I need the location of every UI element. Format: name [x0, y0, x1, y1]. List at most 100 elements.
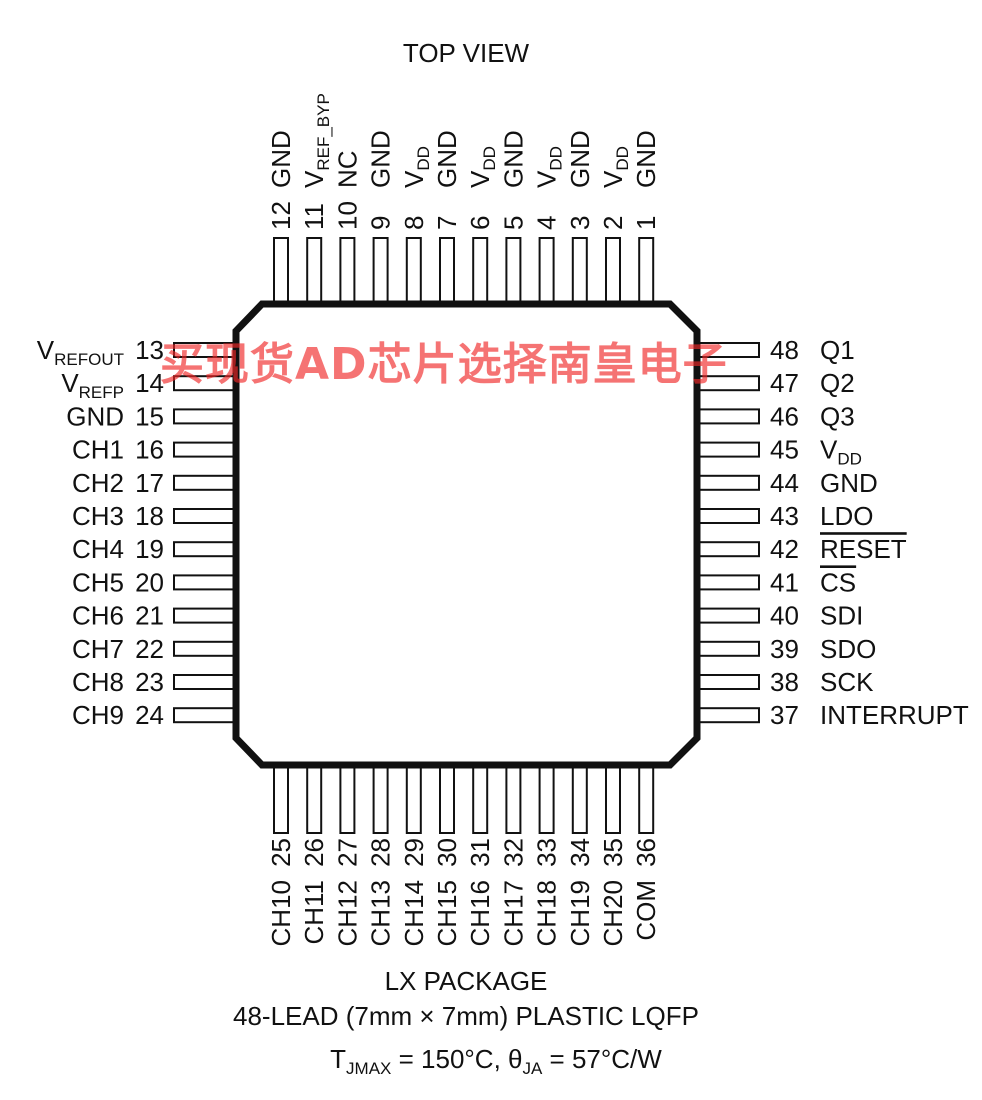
pin-lead-24 [173, 707, 237, 724]
pin-name-11: VREF_BYP [299, 93, 333, 188]
pin-name-7: GND [432, 130, 462, 188]
pin-number-19: 19 [135, 534, 164, 564]
pin-lead-21 [173, 607, 237, 624]
pin-number-3: 3 [565, 216, 595, 230]
thermal-t: T [330, 1044, 347, 1074]
pin-lead-20 [173, 574, 237, 591]
pin-name-23: CH8 [72, 667, 124, 697]
thermal-end: = 57°C/W [542, 1044, 662, 1074]
pin-name-9: GND [366, 130, 396, 188]
pin-name-46: Q3 [820, 401, 855, 431]
pin-number-27: 27 [332, 838, 362, 867]
pin-name-2: VDD [598, 146, 632, 188]
pin-lead-42 [696, 541, 760, 558]
pin-name-38: SCK [820, 667, 874, 697]
package-description: 48-LEAD (7mm × 7mm) PLASTIC LQFP [233, 1001, 699, 1031]
pin-number-41: 41 [770, 567, 799, 597]
pin-number-26: 26 [299, 838, 329, 867]
pin-lead-16 [173, 441, 237, 458]
pin-name-14: VREFP [61, 368, 124, 402]
pin-number-18: 18 [135, 501, 164, 531]
pin-number-15: 15 [135, 401, 164, 431]
pin-lead-12 [273, 237, 289, 305]
thermal-spec: TJMAX = 150°C, θJA = 57°C/W [276, 1044, 716, 1079]
pin-labels: 12GND11VREF_BYP10NC9GND8VDD7GND6VDD5GND4… [37, 93, 969, 946]
pin-lead-46 [696, 408, 760, 425]
pin-number-17: 17 [135, 468, 164, 498]
pin-number-24: 24 [135, 700, 164, 730]
pin-lead-26 [306, 764, 323, 834]
pin-name-34: CH19 [565, 880, 595, 946]
pin-name-44: GND [820, 468, 878, 498]
pin-number-28: 28 [366, 838, 396, 867]
pin-lead-43 [696, 508, 760, 524]
pin-lead-44 [696, 474, 760, 491]
pin-number-21: 21 [135, 601, 164, 631]
pin-number-48: 48 [770, 335, 799, 365]
watermark-text: 买现货AD芯片选择南皇电子 [160, 339, 728, 390]
pin-name-43: LDO [820, 501, 873, 531]
pin-number-36: 36 [631, 838, 661, 867]
pin-number-13: 13 [135, 335, 164, 365]
pin-name-8: VDD [399, 146, 433, 188]
pin-number-38: 38 [770, 667, 799, 697]
pin-name-12: GND [266, 130, 296, 188]
thermal-mid: = 150°C, θ [391, 1044, 523, 1074]
pin-name-19: CH4 [72, 534, 124, 564]
pin-number-35: 35 [598, 838, 628, 867]
package-name: LX PACKAGE [384, 966, 548, 996]
pin-number-7: 7 [432, 216, 462, 230]
pin-lead-39 [696, 640, 760, 657]
pin-lead-34 [571, 764, 588, 834]
pin-lead-28 [372, 764, 389, 834]
pin-lead-45 [696, 441, 760, 458]
pin-number-47: 47 [770, 368, 799, 398]
pin-name-33: CH18 [532, 880, 562, 946]
pin-name-30: CH15 [432, 880, 462, 946]
pin-leads [173, 237, 760, 834]
pin-name-5: GND [498, 130, 528, 188]
pin-lead-30 [439, 764, 455, 834]
pin-name-29: CH14 [399, 880, 429, 946]
pin-number-14: 14 [135, 368, 164, 398]
pin-number-10: 10 [332, 201, 362, 230]
pin-name-39: SDO [820, 634, 876, 664]
chip-body [232, 300, 701, 769]
pin-name-17: CH2 [72, 468, 124, 498]
pin-lead-32 [505, 764, 522, 834]
pin-name-1: GND [631, 130, 661, 188]
pin-lead-2 [605, 237, 621, 305]
pin-number-16: 16 [135, 435, 164, 465]
pin-lead-7 [439, 237, 455, 305]
pin-number-46: 46 [770, 401, 799, 431]
pin-lead-31 [472, 764, 489, 834]
pin-number-11: 11 [299, 203, 329, 230]
pin-lead-6 [472, 237, 489, 305]
pin-lead-5 [505, 237, 522, 305]
pin-name-21: CH6 [72, 601, 124, 631]
pin-number-23: 23 [135, 667, 164, 697]
pin-lead-15 [173, 408, 237, 425]
pin-number-8: 8 [399, 216, 429, 230]
pin-name-24: CH9 [72, 700, 124, 730]
pin-lead-35 [605, 764, 621, 834]
pin-name-20: CH5 [72, 567, 124, 597]
pin-lead-17 [173, 474, 237, 491]
thermal-theta-sub: JA [522, 1059, 543, 1079]
pin-number-32: 32 [498, 838, 528, 867]
pin-number-12: 12 [266, 201, 296, 230]
pin-lead-29 [405, 764, 422, 834]
pin-lead-9 [372, 237, 389, 305]
pin-lead-10 [339, 237, 356, 305]
pin-name-26: CH11 [299, 880, 329, 945]
pin-number-5: 5 [498, 216, 528, 230]
pin-name-18: CH3 [72, 501, 124, 531]
pin-number-9: 9 [366, 216, 396, 230]
pin-number-25: 25 [266, 838, 296, 867]
pin-number-40: 40 [770, 601, 799, 631]
pin-number-43: 43 [770, 501, 799, 531]
pin-lead-22 [173, 640, 237, 657]
pin-lead-11 [306, 237, 323, 305]
thermal-t-sub: JMAX [346, 1059, 392, 1079]
